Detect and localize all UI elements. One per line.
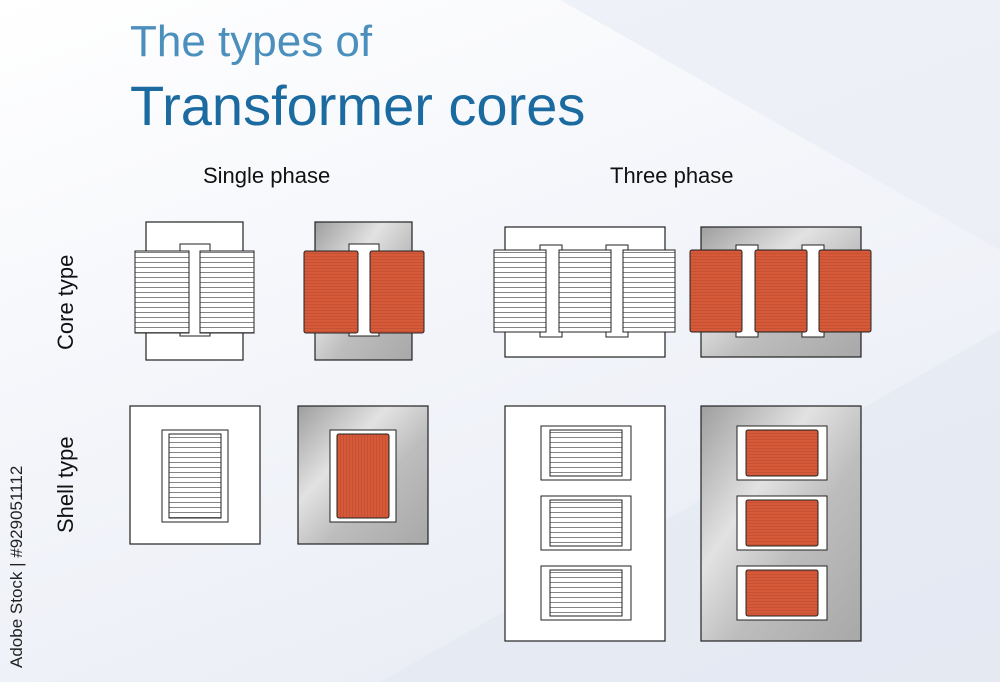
single-phase-shell-type-colored — [297, 405, 429, 545]
title-line-1: The types of — [130, 17, 373, 66]
three-phase-shell-type-colored — [700, 405, 862, 642]
three-phase-shell-type-line — [504, 405, 666, 642]
single-phase-shell-type-line — [129, 405, 261, 545]
column-header-single-phase: Single phase — [203, 163, 331, 188]
column-header-three-phase: Three phase — [610, 163, 734, 188]
title-line-2: Transformer cores — [130, 74, 586, 137]
three-phase-core-type-line — [493, 226, 676, 358]
three-phase-core-type-colored — [689, 226, 872, 358]
single-phase-core-type-colored — [303, 221, 425, 361]
single-phase-core-type-line — [134, 221, 255, 361]
